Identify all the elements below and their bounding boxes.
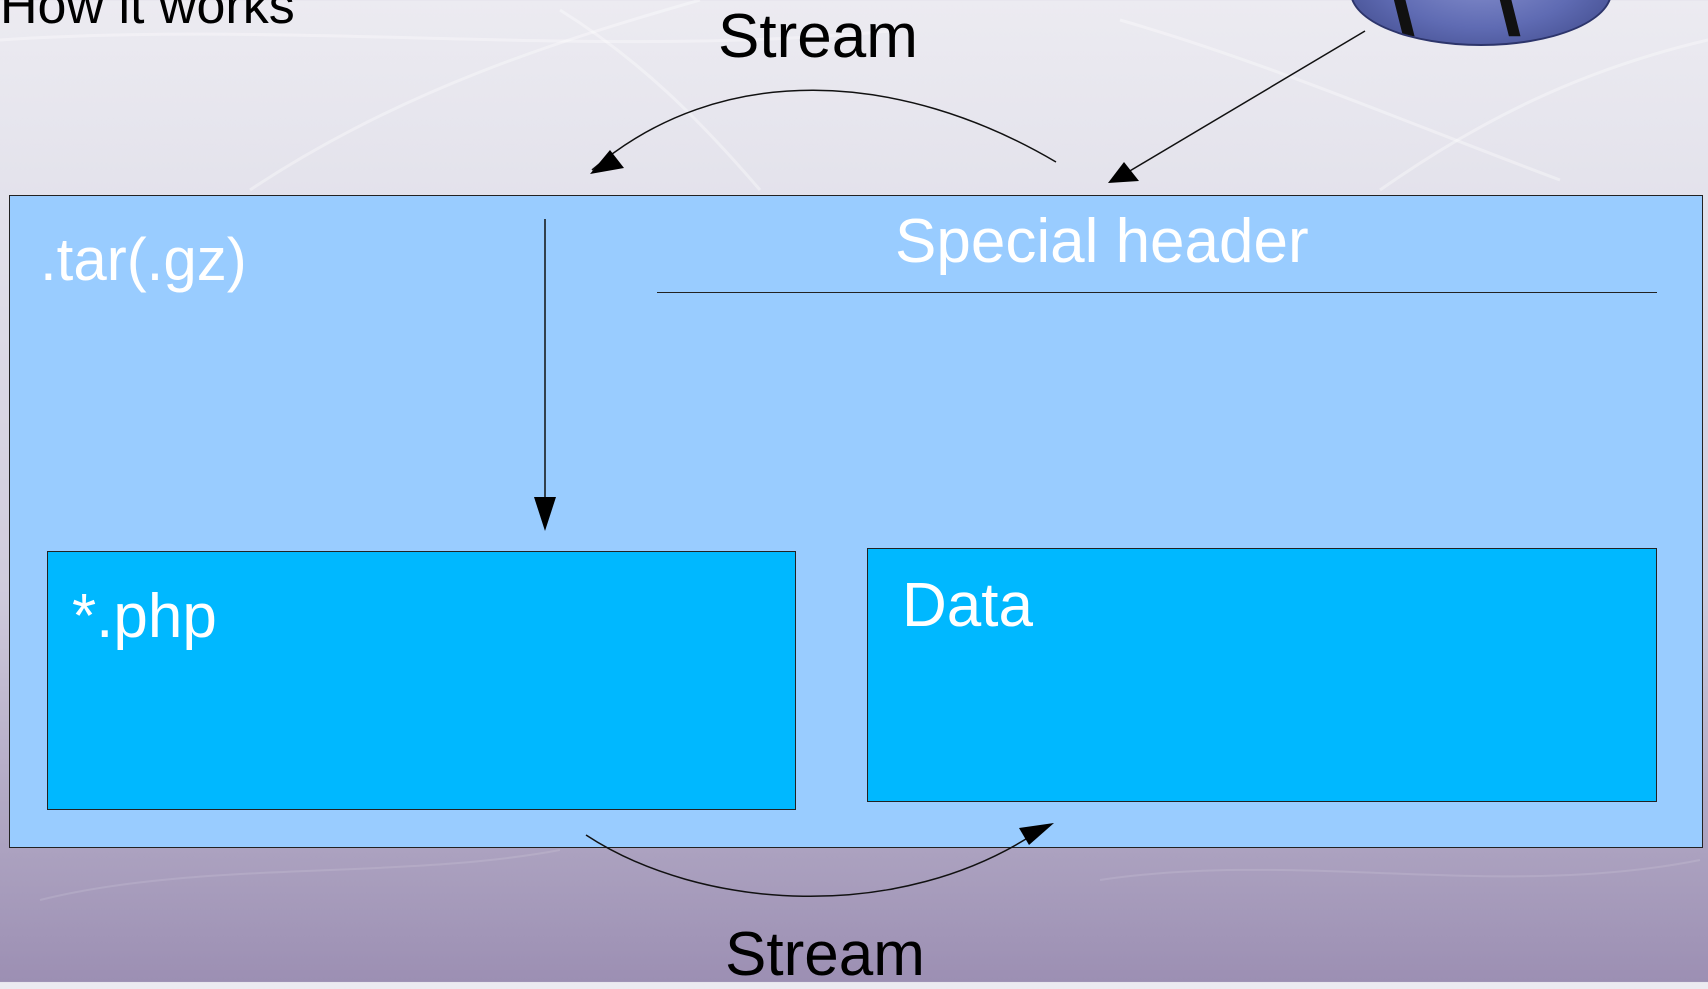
slide-title: How it works <box>0 0 295 35</box>
header-divider <box>657 292 1657 293</box>
php-logo <box>1350 0 1612 46</box>
stream-label-top: Stream <box>718 2 918 71</box>
archive-label: .tar(.gz) <box>40 226 247 293</box>
special-header-label: Special header <box>895 207 1309 276</box>
php-files-label: *.php <box>72 582 217 651</box>
php-files-box <box>47 551 796 810</box>
stream-label-bottom: Stream <box>725 920 925 989</box>
data-label: Data <box>902 571 1033 640</box>
data-box <box>867 548 1657 802</box>
